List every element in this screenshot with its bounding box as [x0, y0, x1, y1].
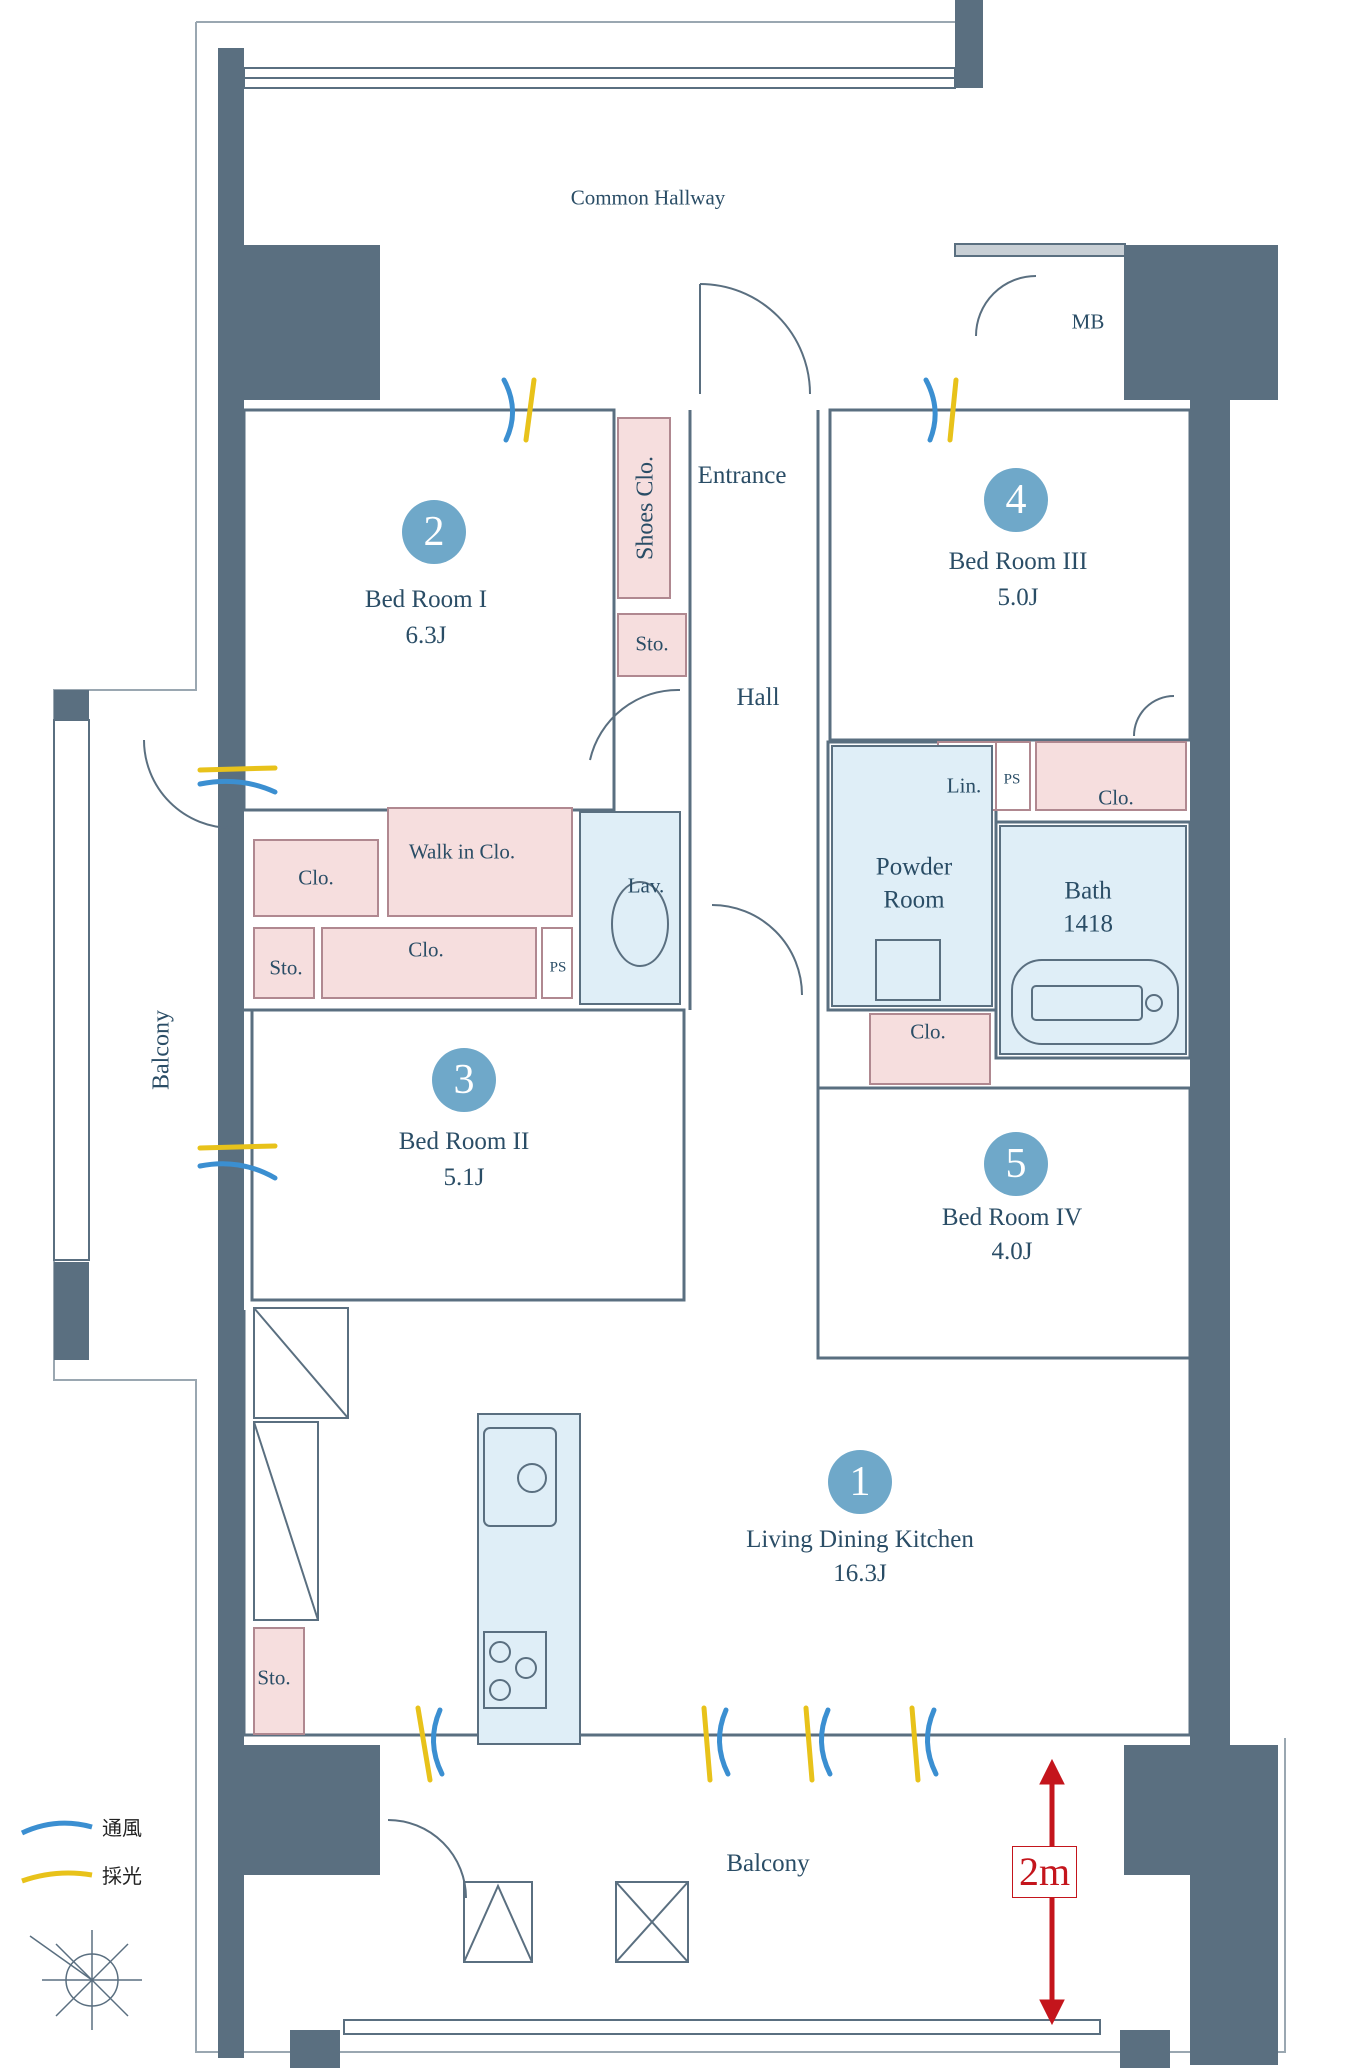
room-size-br3: 5.0J [997, 583, 1039, 611]
label-closet-br3: Clo. [1098, 785, 1134, 810]
label-closet-br1: Clo. [298, 865, 334, 890]
label-balcony-side: Balcony [148, 1010, 175, 1090]
label-storage-br2: Sto. [269, 955, 303, 980]
room-name-br3: Bed Room III [948, 547, 1088, 575]
label-hall: Hall [736, 683, 780, 711]
compass-icon [29, 1930, 142, 2030]
hallway-railing [243, 67, 1126, 257]
room-size-br2: 5.1J [443, 1163, 485, 1191]
door-swings [143, 275, 1175, 1899]
dimension-label: 2m [1012, 1846, 1078, 1898]
label-entrance: Entrance [697, 461, 787, 489]
room-size-br1: 6.3J [405, 621, 447, 649]
vent-light-markers [197, 377, 959, 1783]
room-size-ldk: 16.3J [833, 1559, 887, 1587]
structural-walls [54, 0, 1278, 2068]
label-storage-ldk: Sto. [257, 1665, 291, 1690]
room-name-br1: Bed Room I [364, 585, 488, 613]
room-name-br2: Bed Room II [398, 1127, 530, 1155]
legend-ventilation-label: 通風 [102, 1816, 142, 1840]
room-number-br4: 5 [984, 1132, 1048, 1196]
room-number-br3: 4 [984, 468, 1048, 532]
label-bath: Bath 1418 [1063, 877, 1113, 938]
label-closet-br4: Clo. [910, 1019, 946, 1044]
room-number-ldk: 1 [828, 1450, 892, 1514]
label-common-hallway: Common Hallway [570, 185, 726, 210]
label-walk-in-closet: Walk in Clo. [408, 839, 516, 864]
label-ps-right: PS [1003, 771, 1021, 788]
label-balcony-main: Balcony [726, 1849, 810, 1877]
balcony-rails [53, 719, 1101, 2035]
label-ps-left: PS [549, 959, 567, 976]
interior-walls [242, 408, 1192, 1737]
fixtures [253, 881, 1179, 1963]
legend-light: 採光 [20, 1860, 142, 1889]
room-number-br2: 3 [432, 1048, 496, 1112]
room-name-br4: Bed Room IV [941, 1203, 1083, 1231]
label-linen: Lin. [946, 773, 982, 798]
room-number-br1: 2 [402, 500, 466, 564]
ventilation-arrow-icon [20, 1820, 93, 1835]
label-storage-entrance: Sto. [635, 631, 669, 656]
room-size-br4: 4.0J [991, 1237, 1033, 1265]
light-arrow-icon [21, 1870, 93, 1883]
label-mb: MB [1071, 309, 1105, 334]
legend-ventilation: 通風 [20, 1812, 142, 1841]
room-name-ldk: Living Dining Kitchen [746, 1525, 974, 1553]
label-powder-room: Powder Room [875, 853, 953, 914]
label-lav: Lav. [627, 873, 665, 898]
legend-light-label: 採光 [102, 1864, 142, 1888]
label-shoes-closet: Shoes Clo. [632, 455, 659, 561]
label-closet-br2: Clo. [408, 937, 444, 962]
